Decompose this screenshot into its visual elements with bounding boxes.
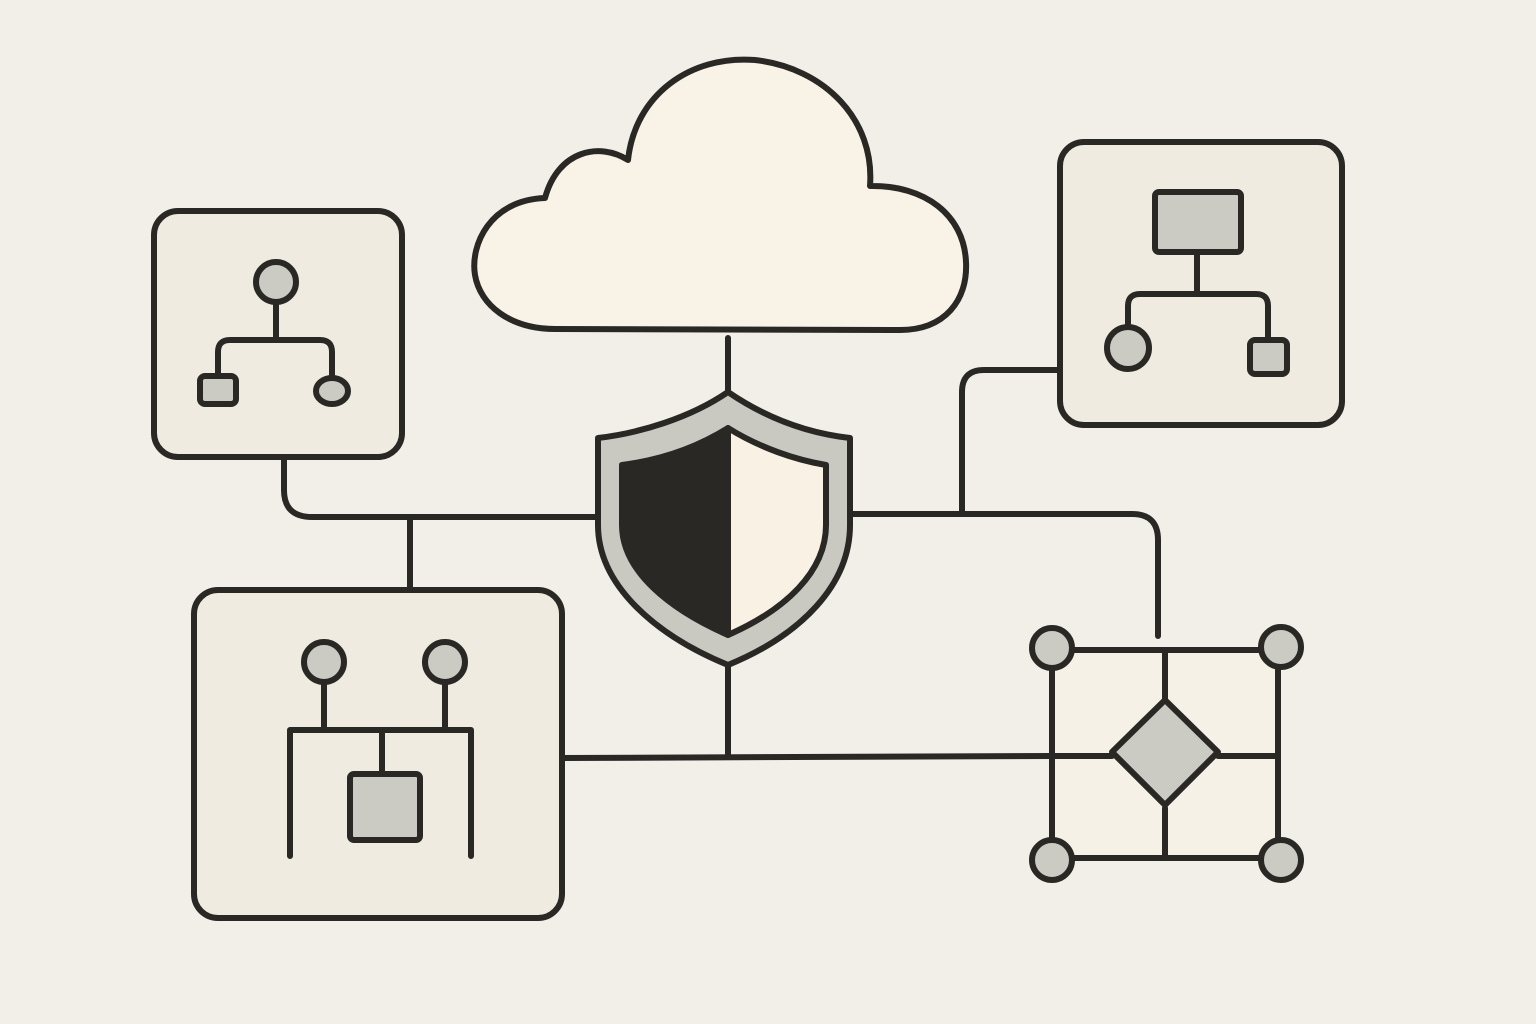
org-chart-icon — [1104, 189, 1290, 377]
mesh-grid-links — [1049, 647, 1281, 861]
cloud-shape — [471, 56, 970, 333]
hierarchy-root-node — [253, 259, 299, 305]
mesh-grid-corner-node-bottom-left — [1029, 837, 1075, 883]
mesh-grid-corner-node-top-right — [1258, 624, 1304, 670]
circuit-links — [287, 677, 474, 859]
network-panel-bottom-right — [1029, 624, 1304, 883]
panel-box — [1057, 139, 1345, 428]
circuit-left-terminal — [301, 639, 347, 685]
circuit-right-terminal — [422, 639, 468, 685]
hierarchy-links — [215, 300, 335, 379]
cloud-icon — [471, 56, 970, 333]
network-panel-bottom-left — [191, 587, 565, 921]
shield-icon — [595, 389, 853, 668]
hierarchy-icon — [197, 259, 351, 407]
mesh-grid-corner-node-top-left — [1029, 625, 1075, 671]
connector-lines — [281, 335, 1161, 761]
org-chart-top-node — [1152, 189, 1244, 255]
hierarchy-leaf-square-node — [197, 373, 239, 407]
hierarchy-leaf-round-node — [313, 375, 351, 407]
org-chart-right-node — [1247, 337, 1290, 377]
wire-topleft-bus — [281, 455, 605, 520]
mesh-grid-corner-node-bottom-right — [1258, 837, 1304, 883]
wire-bus-topright — [959, 367, 1063, 517]
circuit-center-chip — [347, 771, 423, 843]
wire-shield-right-bus — [845, 511, 1161, 639]
network-panel-top-right — [1057, 139, 1345, 428]
shield-dark-half — [619, 425, 731, 638]
network-panel-top-left — [151, 208, 405, 460]
mesh-grid-icon — [1029, 624, 1304, 883]
wire-bottom-bus — [559, 753, 1055, 761]
mesh-grid-center-diamond — [1109, 697, 1221, 808]
org-chart-left-node — [1104, 324, 1152, 372]
panel-box — [191, 587, 565, 921]
circuit-icon — [287, 639, 474, 859]
shield-light-half — [725, 425, 829, 638]
org-chart-links — [1125, 249, 1271, 343]
